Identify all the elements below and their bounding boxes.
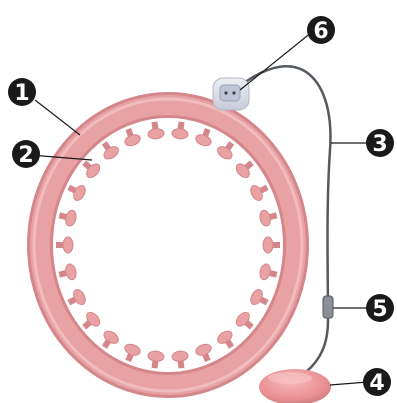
massage-node	[56, 237, 73, 253]
massage-node	[248, 180, 270, 202]
massage-node	[248, 288, 270, 310]
callout-3: 3	[366, 129, 394, 157]
massage-node	[121, 342, 142, 364]
massage-node	[234, 157, 257, 180]
massage-node	[57, 208, 77, 228]
callout-2-label: 2	[18, 143, 33, 168]
massage-node	[215, 138, 238, 161]
massage-node	[57, 263, 77, 283]
hoop-ring	[34, 99, 302, 391]
massage-node	[79, 310, 102, 333]
callout-1-label: 1	[14, 81, 29, 106]
counter-screen	[220, 85, 240, 101]
counter-display	[213, 78, 249, 110]
massage-node	[98, 329, 121, 352]
massage-node	[171, 121, 189, 140]
massage-node	[121, 126, 142, 148]
massage-node	[171, 350, 189, 369]
massage-node	[65, 180, 87, 202]
massage-node	[194, 342, 215, 364]
weight-ball-highlight	[268, 372, 312, 384]
massage-node	[65, 288, 87, 310]
callout-3-label: 3	[372, 132, 387, 157]
massage-node	[258, 263, 278, 283]
callout-5: 5	[366, 294, 394, 322]
callout-1: 1	[8, 78, 36, 106]
massage-node	[234, 310, 257, 333]
callout-4-label: 4	[369, 371, 384, 396]
massage-node	[194, 126, 215, 148]
massage-node	[147, 350, 165, 369]
callout-6: 6	[307, 16, 335, 44]
callout-2: 2	[12, 140, 40, 168]
counter-dot-icon	[224, 91, 227, 94]
massage-node	[215, 329, 238, 352]
massage-node	[98, 138, 121, 161]
callout-5-label: 5	[372, 297, 387, 322]
massage-node	[258, 208, 278, 228]
leader-line-4	[330, 382, 368, 385]
cord-connector	[323, 296, 333, 318]
callout-6-label: 6	[313, 19, 328, 44]
massage-nodes	[56, 121, 280, 369]
callout-4: 4	[363, 368, 391, 396]
leader-line-6	[240, 32, 312, 90]
leader-line-1	[35, 100, 80, 135]
massage-node	[147, 121, 165, 140]
counter-dot-icon	[232, 91, 235, 94]
massage-node	[263, 237, 280, 253]
